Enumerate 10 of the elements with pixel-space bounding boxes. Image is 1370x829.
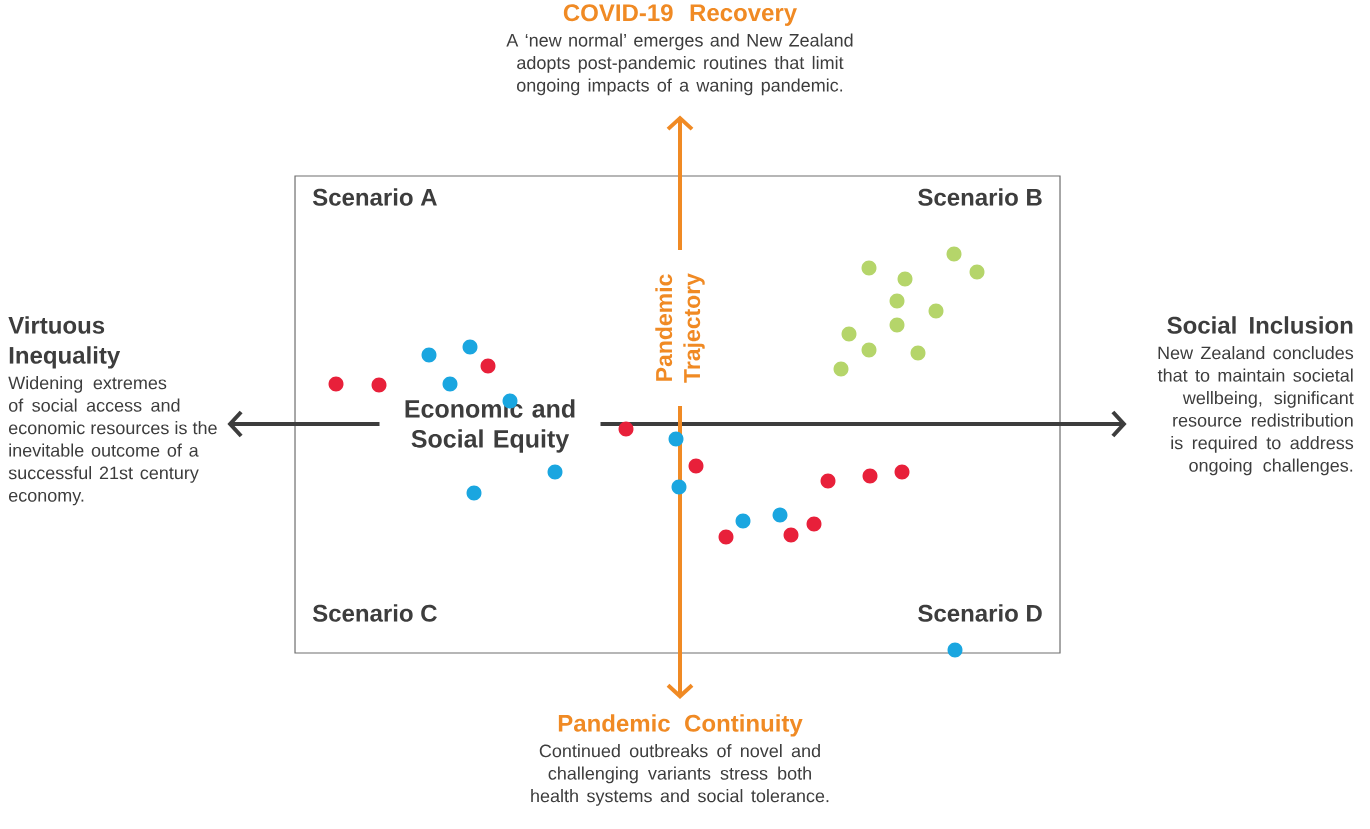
edge-label: Pandemic Trajectory xyxy=(652,250,708,406)
edge-label: Economic and Social Equity xyxy=(379,396,601,456)
scenario-label: Scenario B xyxy=(918,188,1042,206)
scenario-label: Scenario C xyxy=(312,604,437,622)
scenario-label: Scenario D xyxy=(918,604,1042,622)
pole-text: Pandemic Continuity Continued outbreaks of novel and challenging variants stress both health systems and social tolerance. xyxy=(531,714,829,806)
pole-text: Virtuous Inequality Widening extremes of social access and economic resources is the inevitable outcome of a successful 21st century economy. xyxy=(8,316,217,506)
scenario-label: Scenario A xyxy=(312,188,437,206)
pole-text: COVID-19 Recovery A ‘new normal’ emerges and New Zealand adopts post-pandemic routines that limit ongoing impacts of a waning pandemic. xyxy=(506,4,853,96)
pole-text: Social Inclusion New Zealand concludes that to maintain societal wellbeing, significant resource redistribution is required to address ongoing challenges. xyxy=(1157,316,1354,476)
